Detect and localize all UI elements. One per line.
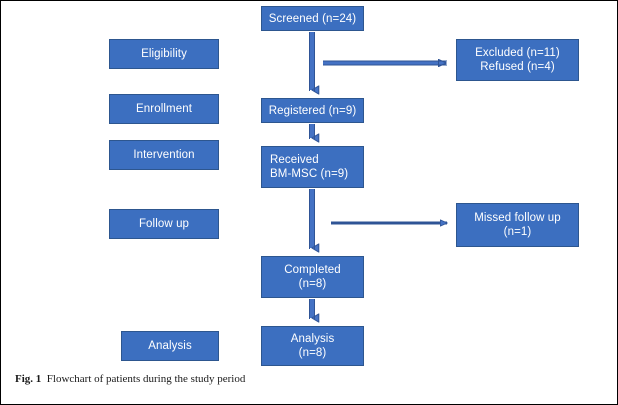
stage-label-follow-up: Follow up: [109, 209, 219, 239]
stage-label-text: Enrollment: [136, 103, 192, 115]
figure-caption: Fig. 1 Flowchart of patients during the …: [15, 373, 245, 385]
node-registered-label: Registered (n=9): [268, 104, 357, 117]
node-received-bm-msc: Received BM-MSC (n=9): [261, 146, 364, 188]
stage-label-intervention: Intervention: [109, 140, 219, 170]
node-analysis-line1: Analysis: [290, 333, 335, 345]
node-completed-line1: Completed: [284, 264, 341, 276]
node-completed-line2: (n=8): [298, 278, 327, 290]
node-completed: Completed (n=8): [261, 256, 364, 298]
figure-caption-text: Flowchart of patients during the study p…: [46, 373, 246, 385]
node-received-line1: Received: [270, 154, 319, 166]
node-missed-follow-up: Missed follow up (n=1): [456, 203, 579, 247]
node-received-line2: BM-MSC (n=9): [270, 168, 349, 180]
stage-label-text: Intervention: [133, 149, 195, 161]
node-registered: Registered (n=9): [261, 98, 364, 123]
stage-label-text: Eligibility: [141, 48, 187, 60]
node-excluded-line2: Refused (n=4): [480, 61, 555, 73]
flowchart-canvas: Eligibility Enrollment Intervention Foll…: [1, 1, 617, 367]
node-screened: Screened (n=24): [261, 6, 364, 31]
node-excluded-line1: Excluded (n=11): [475, 47, 560, 59]
figure-caption-label: Fig. 1: [15, 373, 42, 385]
node-analysis: Analysis (n=8): [261, 326, 364, 366]
stage-label-text: Follow up: [138, 218, 190, 230]
node-missed-line2: (n=1): [503, 226, 532, 238]
stage-label-text: Analysis: [148, 340, 192, 352]
node-excluded: Excluded (n=11) Refused (n=4): [456, 39, 579, 81]
node-analysis-line2: (n=8): [298, 347, 327, 359]
stage-label-eligibility: Eligibility: [109, 39, 219, 69]
node-screened-label: Screened (n=24): [268, 12, 357, 25]
stage-label-enrollment: Enrollment: [109, 94, 219, 124]
node-missed-line1: Missed follow up: [474, 212, 561, 224]
stage-label-analysis: Analysis: [121, 331, 219, 361]
